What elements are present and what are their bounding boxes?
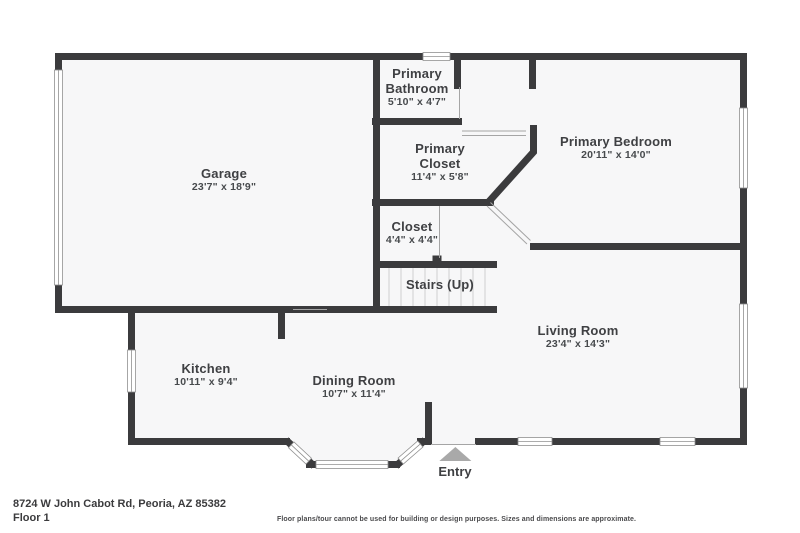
room-name: Garage — [200, 166, 248, 181]
room-dims: 10'7" x 11'4" — [322, 388, 386, 400]
address-text: 8724 W John Cabot Rd, Peoria, AZ 85382 — [13, 498, 226, 510]
room-dims: 20'11" x 14'0" — [581, 149, 651, 161]
room-name: Primary Bedroom — [559, 134, 673, 149]
room-label-dining-room: Dining Room 10'7" x 11'4" — [312, 373, 395, 401]
windows — [54, 52, 748, 469]
stairs-treads — [388, 268, 486, 306]
door-opening-lines — [293, 87, 531, 445]
room-dims: 5'10" x 4'7" — [387, 96, 447, 108]
door-post — [432, 255, 442, 265]
room-label-primary-closet: Primary Closet 11'4" x 5'8" — [410, 141, 470, 184]
room-label-kitchen: Kitchen 10'11" x 9'4" — [174, 361, 238, 389]
entry-marker: Entry — [438, 447, 472, 479]
room-label-primary-bathroom: Primary Bathroom 5'10" x 4'7" — [380, 66, 454, 109]
floor-area — [55, 53, 747, 466]
room-name: Primary Bathroom — [385, 66, 449, 96]
room-name: Kitchen — [181, 361, 231, 376]
room-name: Dining Room — [312, 373, 396, 388]
disclaimer-text: Floor plans/tour cannot be used for buil… — [277, 516, 637, 523]
room-dims: 23'4" x 14'3" — [545, 338, 611, 350]
bay-window — [287, 441, 313, 465]
room-dims: 4'4" x 4'4" — [385, 234, 439, 246]
entry-triangle-icon — [438, 447, 471, 461]
room-name: Closet — [391, 219, 433, 234]
room-label-garage: Garage 23'7" x 18'9" — [192, 166, 256, 194]
entry-label: Entry — [438, 464, 472, 479]
room-label-primary-bedroom: Primary Bedroom 20'11" x 14'0" — [560, 134, 672, 162]
room-dims: 11'4" x 5'8" — [411, 171, 469, 183]
floor-label: Floor 1 — [13, 512, 50, 524]
room-name: Primary Closet — [415, 141, 465, 171]
room-name: Living Room — [537, 323, 619, 338]
room-label-stairs: Stairs (Up) — [406, 277, 474, 292]
room-label-living-room: Living Room 23'4" x 14'3" — [538, 323, 619, 351]
room-label-closet: Closet 4'4" x 4'4" — [386, 219, 438, 247]
room-name: Stairs (Up) — [406, 277, 474, 292]
room-dims: 23'7" x 18'9" — [191, 181, 257, 193]
room-dims: 10'11" x 9'4" — [174, 376, 238, 388]
